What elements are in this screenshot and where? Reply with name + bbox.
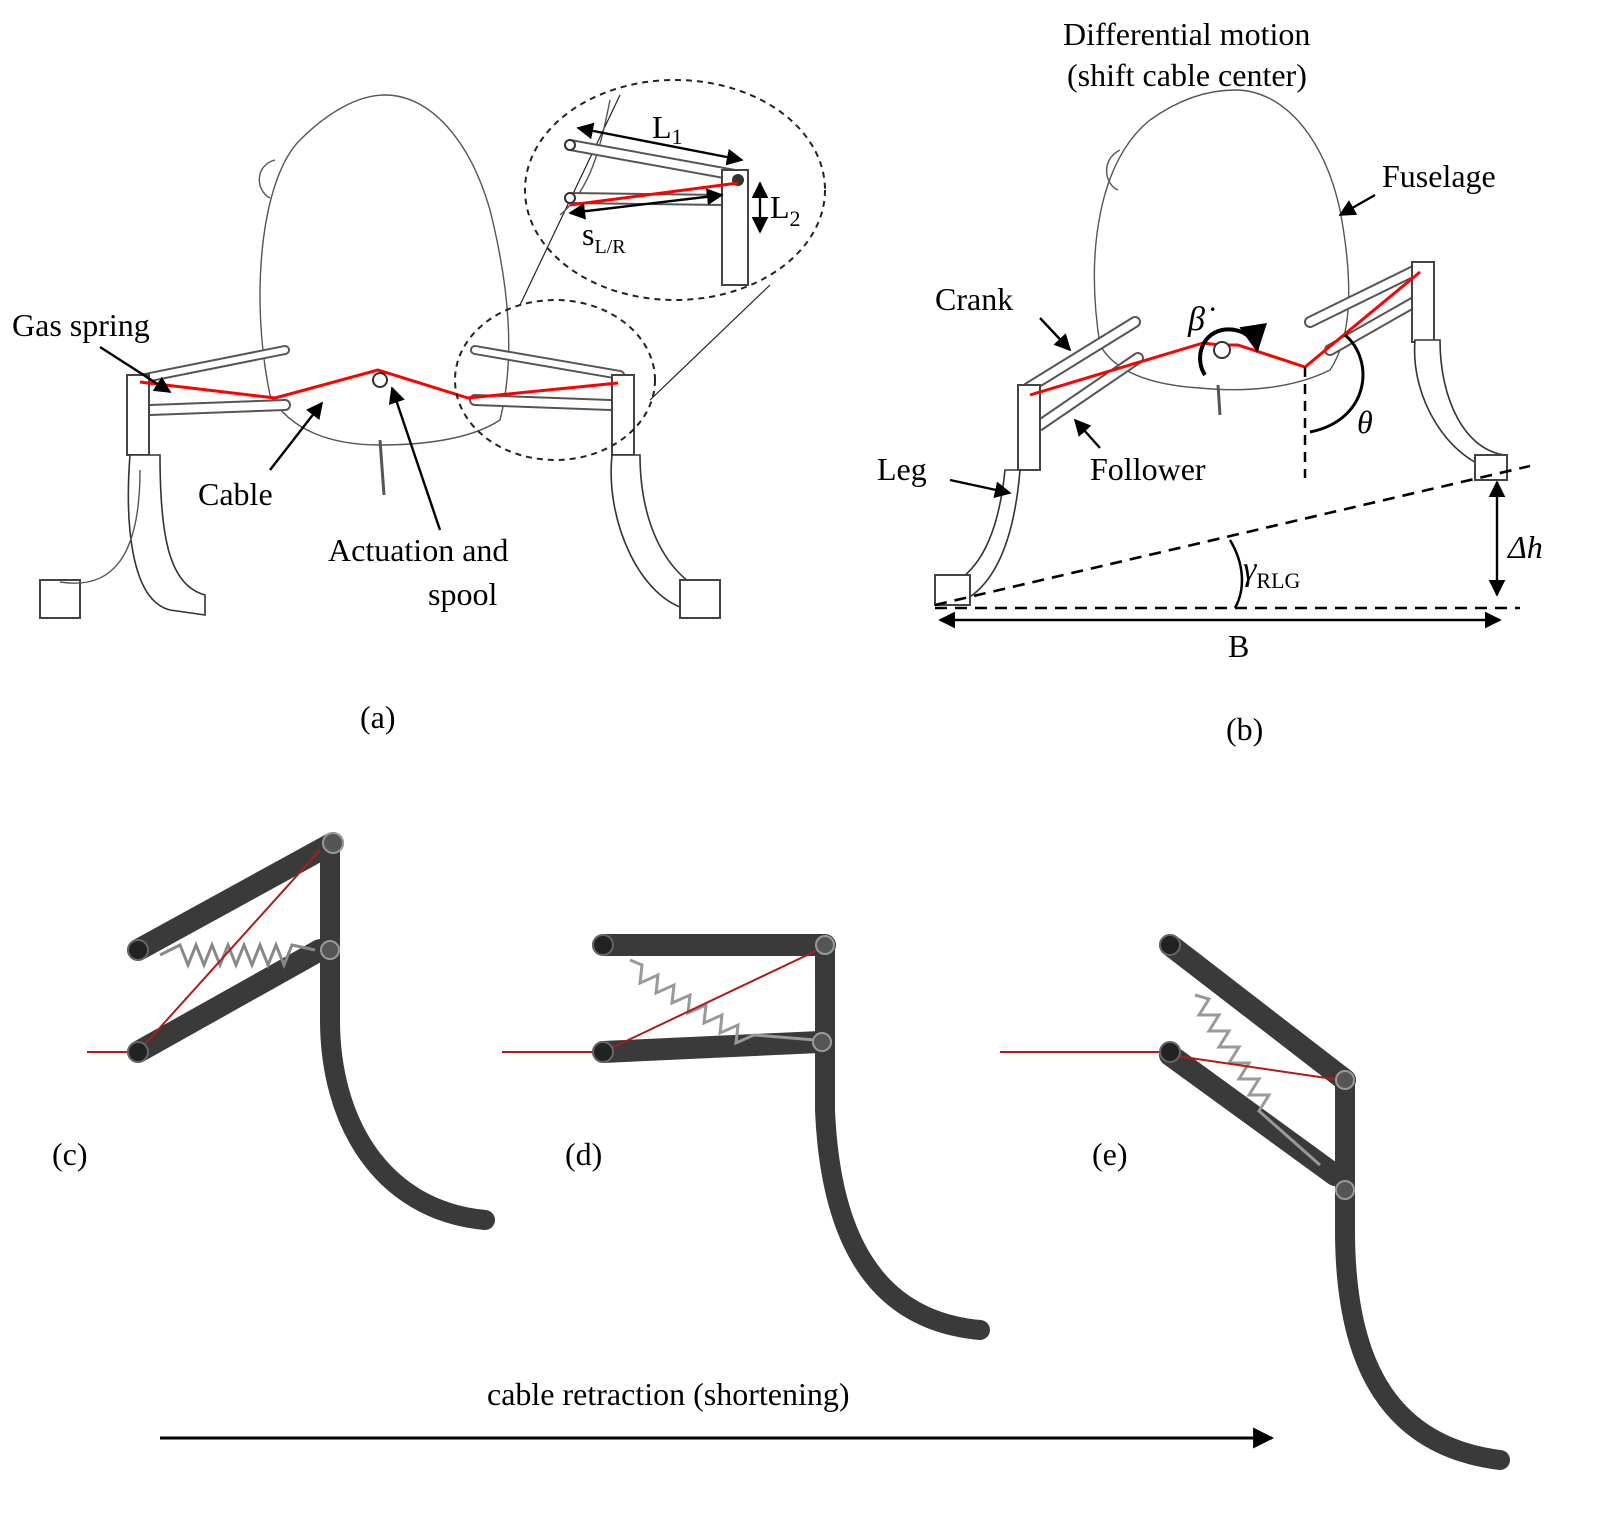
panel-e: (e) <box>1000 934 1510 1470</box>
caption-b: (b) <box>1226 711 1263 747</box>
l1-label: L1 <box>652 109 683 149</box>
actuation-label-line2: spool <box>428 576 497 612</box>
fuselage-outline-a <box>259 94 510 446</box>
gamma-arc <box>1228 539 1244 609</box>
crank-c <box>127 832 344 961</box>
left-linkage-b <box>934 316 1144 606</box>
actuation-label-line1: Actuation and <box>328 532 508 568</box>
l2-label: L2 <box>770 189 801 231</box>
ground-slope-line <box>934 464 1531 607</box>
zoom-region-large <box>524 79 826 301</box>
follower-c <box>127 939 331 1063</box>
theta-label: θ <box>1357 404 1373 440</box>
zoom-region-small <box>454 299 656 461</box>
panel-b-title-line2: (shift cable center) <box>1067 57 1307 93</box>
cable-inner-e <box>1169 1054 1341 1081</box>
cable-label: Cable <box>198 476 273 512</box>
caption-d: (d) <box>565 1136 602 1172</box>
panel-a: L1 L2 sL/R Gas spring Cable Actuation an… <box>12 79 826 735</box>
b-label: B <box>1228 628 1249 664</box>
fuselage-bump-b <box>1105 149 1121 191</box>
left-linkage-a <box>39 345 291 619</box>
fuselage-outline-b <box>1093 89 1350 391</box>
spool-a <box>372 372 388 388</box>
cable-inner-c <box>137 849 321 1053</box>
caption-c: (c) <box>52 1136 88 1172</box>
leg-e <box>1335 1070 1510 1470</box>
fuselage-bump-a <box>258 159 276 199</box>
spring-d <box>629 958 816 1046</box>
spool-b <box>1213 341 1231 359</box>
rotation-arrow <box>1198 322 1267 377</box>
gamma-label: γRLG <box>1243 551 1301 593</box>
caption-a: (a) <box>360 699 396 735</box>
panel-b-title-line1: Differential motion <box>1063 16 1310 52</box>
l1-arrow <box>576 122 744 166</box>
crank-label: Crank <box>935 281 1013 317</box>
leg-label: Leg <box>877 451 927 487</box>
crank-e <box>1159 934 1356 1091</box>
gas-spring-label: Gas spring <box>12 307 150 343</box>
cable-inner-d <box>602 947 823 1053</box>
retraction-label: cable retraction (shortening) <box>487 1376 850 1412</box>
follower-label: Follower <box>1090 451 1206 487</box>
panel-b: Differential motion (shift cable center) <box>877 16 1543 747</box>
beta-dot-label: β̇ <box>1187 301 1215 338</box>
mast-a <box>378 439 386 496</box>
spring-c <box>159 940 316 970</box>
mast-b <box>1216 384 1222 416</box>
s-label: sL/R <box>582 216 626 258</box>
caption-e: (e) <box>1092 1136 1128 1172</box>
theta-arc <box>1309 333 1365 434</box>
cable-a <box>139 368 619 400</box>
fuselage-label: Fuselage <box>1382 158 1496 194</box>
delta-h-label: Δh <box>1506 529 1543 565</box>
leg-c <box>320 840 495 1230</box>
right-linkage-b <box>1304 261 1508 481</box>
leg-d <box>815 940 990 1340</box>
spring-e <box>1194 993 1321 1167</box>
panel-c: (c) <box>52 832 495 1230</box>
follower-d <box>592 1031 831 1063</box>
s-arrow <box>568 188 724 220</box>
panel-d: (d) <box>502 934 990 1340</box>
right-linkage-a <box>469 345 721 619</box>
